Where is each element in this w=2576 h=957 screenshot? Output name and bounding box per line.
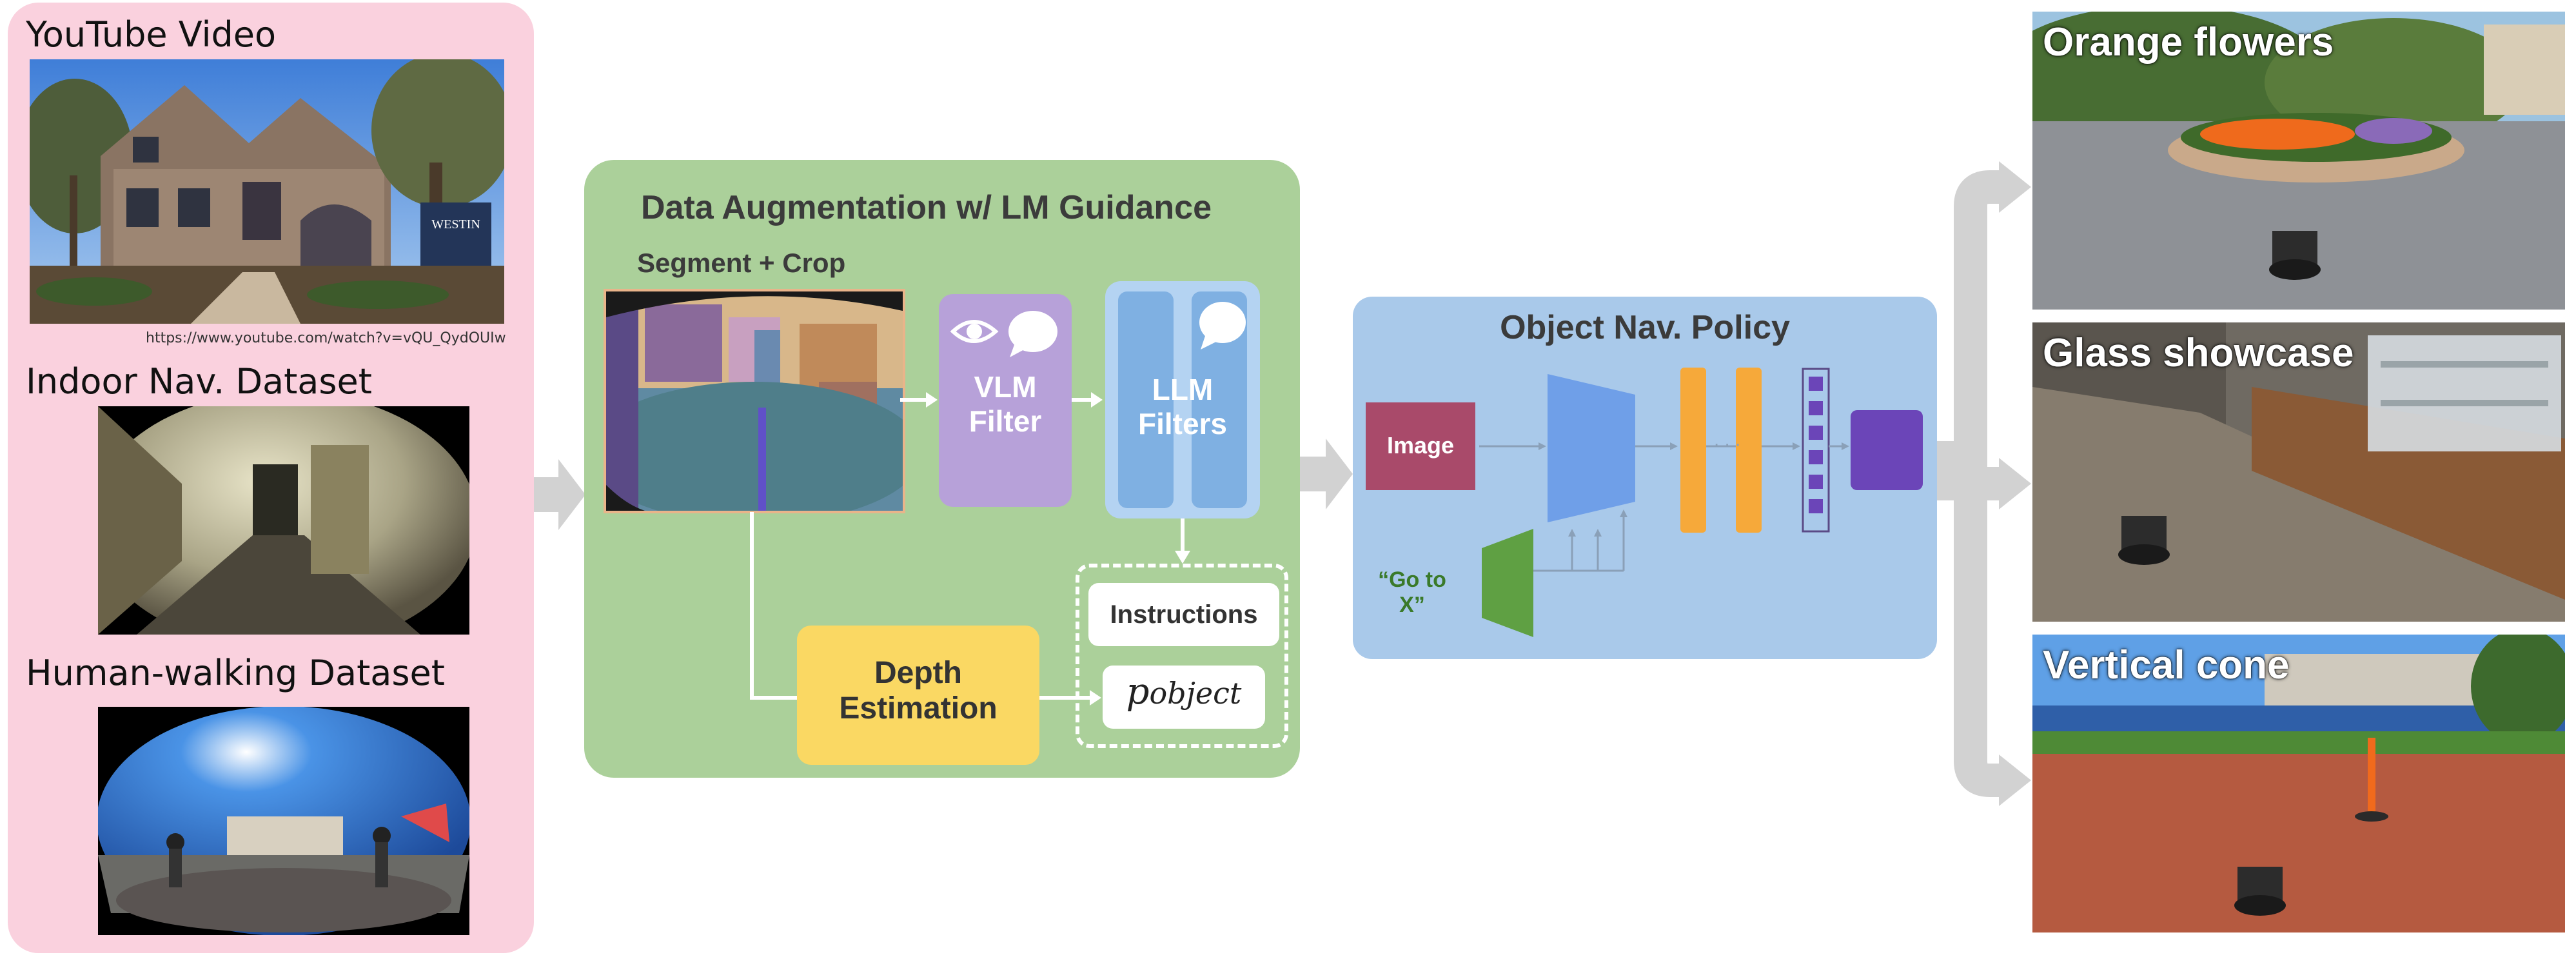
llm-to-instructions-arrow (1175, 518, 1190, 564)
depth-estimation-label: Depth Estimation (839, 656, 998, 726)
youtube-video-title: YouTube Video (26, 14, 277, 55)
result-orange-flowers-image (2032, 12, 2565, 310)
action-output-box (1851, 410, 1923, 490)
output-vector (1802, 368, 1830, 533)
image-input-label: Image (1386, 432, 1455, 459)
eye-speech-icon (950, 311, 1057, 357)
youtube-url-text: https://www.youtube.com/watch?v=vQU_QydO… (146, 330, 506, 346)
text-encoder-shape (1482, 529, 1533, 637)
result-caption-vertical-cone: Vertical cone (2043, 643, 2290, 687)
instructions-box (1088, 583, 1279, 646)
depth-estimation-box (797, 626, 1039, 765)
vlm-to-llm-arrow (1072, 392, 1103, 408)
result-vertical-cone-image (2032, 635, 2565, 932)
westin-sign-text: WESTIN (431, 217, 480, 232)
result-caption-glass-showcase: Glass showcase (2043, 331, 2354, 375)
llm-filter-column-1 (1118, 291, 1174, 508)
speech-bubble-icon (1199, 302, 1246, 350)
p-object-subscript: object (1149, 676, 1242, 711)
mlp-layer-1 (1680, 368, 1706, 533)
p-object-base: p (1126, 671, 1150, 713)
mlp-layer-2 (1736, 368, 1762, 533)
p-object-label: pobject (1103, 671, 1265, 713)
policy-title: Object Nav. Policy (1500, 309, 1790, 346)
segment-crop-label: Segment + Crop (637, 248, 846, 278)
image-input-box (1366, 402, 1475, 490)
indoor-fisheye-image (98, 406, 469, 635)
human-walking-dataset-title: Human-walking Dataset (26, 653, 445, 693)
sources-to-augmentation-arrow (534, 459, 585, 530)
instructions-label: Instructions (1110, 600, 1258, 629)
augmentation-to-policy-arrow (1300, 439, 1353, 509)
crop-to-vlm-arrow (900, 392, 938, 408)
result-caption-orange-flowers: Orange flowers (2043, 20, 2334, 64)
image-encoder-shape (1548, 374, 1635, 522)
mlp-ellipsis: · · · (1714, 436, 1741, 455)
vlm-filter-label: VLM Filter (968, 370, 1042, 438)
indoor-dataset-title: Indoor Nav. Dataset (26, 361, 372, 402)
policy-network-diagram (1479, 368, 1923, 637)
depth-to-pobject-arrow (1039, 690, 1101, 705)
llm-filters-label: LLM Filters (1137, 373, 1228, 440)
result-glass-showcase-image (2032, 322, 2565, 622)
goto-instruction-label: “Go to X” (1378, 567, 1446, 618)
human-walking-fisheye-image (98, 707, 469, 935)
p-object-box (1103, 666, 1265, 729)
data-augmentation-title: Data Augmentation w/ LM Guidance (641, 189, 1212, 226)
youtube-frame-image: WESTIN (30, 59, 504, 324)
policy-to-results-arrows (1937, 161, 2031, 806)
segmented-crop-image (604, 289, 905, 513)
outputs-dashed-box (1076, 564, 1288, 748)
